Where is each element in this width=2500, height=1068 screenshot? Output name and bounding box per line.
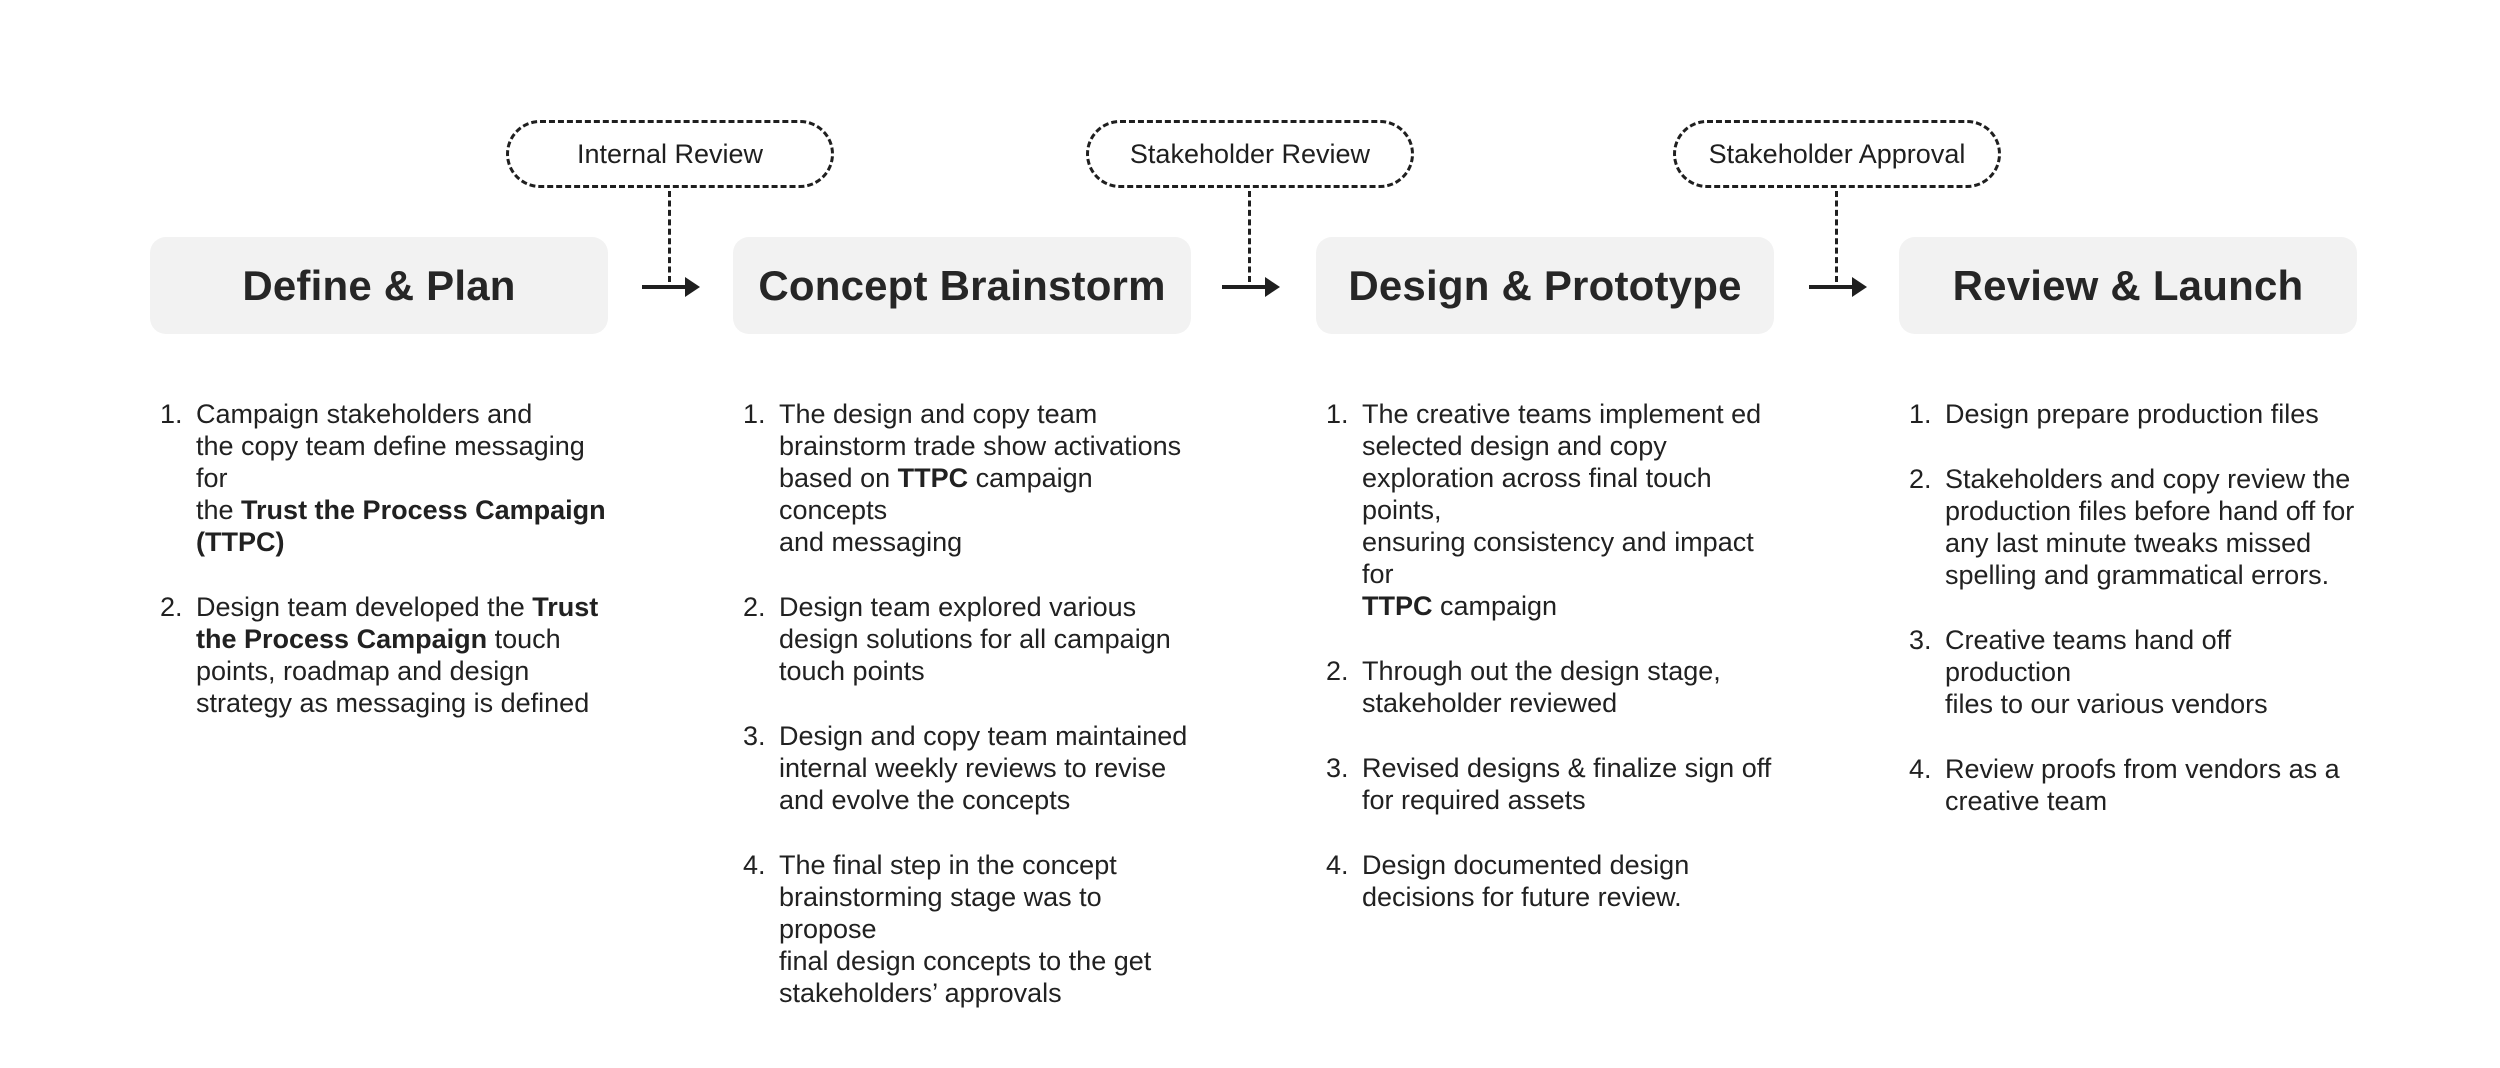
text-segment: touch points, roadmap and design strateg… <box>196 624 590 718</box>
stage-box: Concept Brainstorm <box>733 237 1191 334</box>
review-badge-label: Stakeholder Approval <box>1708 138 1966 169</box>
right-arrow-icon <box>1222 277 1280 297</box>
item-number: 2. <box>743 592 766 622</box>
text-segment: Creative teams hand off production files… <box>1945 625 2268 719</box>
text-segment: Revised designs & finalize sign off for … <box>1362 753 1772 815</box>
list-item: 4. Design documented design decisions fo… <box>1326 849 1774 913</box>
stage-activity-list: 1. Campaign stakeholders and the copy te… <box>150 398 608 719</box>
right-arrow-icon <box>642 277 700 297</box>
stage-column: Review & Launch 1. Design prepare produc… <box>1899 237 2357 1042</box>
item-text: Review proofs from vendors as a creative… <box>1945 753 2340 817</box>
right-arrow-icon <box>1809 277 1867 297</box>
list-item: 4. The final step in the concept brainst… <box>743 849 1191 1009</box>
stage-title: Concept Brainstorm <box>758 261 1166 309</box>
text-segment: campaign concepts and messaging <box>779 463 1093 557</box>
review-badge: Internal Review <box>506 120 834 188</box>
text-segment: Stakeholders and copy review the product… <box>1945 464 2355 590</box>
stage-title: Review & Launch <box>1952 261 2304 309</box>
item-text: The creative teams implement ed selected… <box>1362 398 1774 622</box>
item-text: Stakeholders and copy review the product… <box>1945 463 2354 591</box>
stage-box: Design & Prototype <box>1316 237 1774 334</box>
item-number: 3. <box>1326 753 1349 783</box>
text-segment: The final step in the concept brainstorm… <box>779 850 1152 1008</box>
stage-column: Concept Brainstorm 1. The design and cop… <box>733 237 1191 1042</box>
stage-activity-list: 1. The creative teams implement ed selec… <box>1316 398 1774 913</box>
review-badge: Stakeholder Review <box>1086 120 1414 188</box>
list-item: 3. Creative teams hand off production fi… <box>1909 624 2357 720</box>
list-item: 3. Revised designs & finalize sign off f… <box>1326 752 1774 816</box>
item-text: Design team explored various design solu… <box>779 591 1171 687</box>
item-number: 1. <box>743 399 766 429</box>
bold-text-segment: Trust the Process Campaign (TTPC) <box>196 495 606 557</box>
item-number: 3. <box>743 721 766 751</box>
review-badge: Stakeholder Approval <box>1673 120 2001 188</box>
review-badge-label: Stakeholder Review <box>1129 138 1371 169</box>
stage-activity-list: 1. Design prepare production files 2. St… <box>1899 398 2357 817</box>
list-item: 2. Design team developed the Trust the P… <box>160 591 608 719</box>
stage-column: Design & Prototype 1. The creative teams… <box>1316 237 1774 1042</box>
text-segment: The design and copy team brainstorm trad… <box>779 399 1182 493</box>
item-number: 2. <box>1326 656 1349 686</box>
item-number: 1. <box>160 399 183 429</box>
stage-box: Define & Plan <box>150 237 608 334</box>
item-text: Design and copy team maintained internal… <box>779 720 1187 816</box>
list-item: 2. Design team explored various design s… <box>743 591 1191 687</box>
text-segment: Design and copy team maintained internal… <box>779 721 1188 815</box>
stage-title: Design & Prototype <box>1348 261 1742 309</box>
item-text: Design team developed the Trust the Proc… <box>196 591 598 719</box>
item-text: Creative teams hand off production files… <box>1945 624 2357 720</box>
review-badge-label: Internal Review <box>576 138 764 169</box>
item-text: The final step in the concept brainstorm… <box>779 849 1191 1009</box>
item-text: Through out the design stage, stakeholde… <box>1362 655 1721 719</box>
item-number: 3. <box>1909 625 1932 655</box>
dashed-connector-line-icon <box>1248 191 1251 282</box>
item-number: 4. <box>743 850 766 880</box>
bold-text-segment: TTPC <box>1362 591 1433 621</box>
bold-text-segment: Trust the Process Campaign <box>196 592 599 654</box>
item-number: 4. <box>1326 850 1349 880</box>
list-item: 1. The design and copy team brainstorm t… <box>743 398 1191 558</box>
text-segment: Design documented design decisions for f… <box>1362 850 1690 912</box>
list-item: 3. Design and copy team maintained inter… <box>743 720 1191 816</box>
list-item: 1. Campaign stakeholders and the copy te… <box>160 398 608 558</box>
text-segment: Campaign stakeholders and the copy team … <box>196 399 585 525</box>
item-text: The design and copy team brainstorm trad… <box>779 398 1191 558</box>
item-number: 2. <box>1909 464 1932 494</box>
text-segment: Through out the design stage, stakeholde… <box>1362 656 1721 718</box>
item-text: Campaign stakeholders and the copy team … <box>196 398 608 558</box>
dashed-connector-line-icon <box>1835 191 1838 282</box>
text-segment: campaign <box>1432 591 1558 621</box>
text-segment: The creative teams implement ed selected… <box>1362 399 1762 589</box>
list-item: 2. Stakeholders and copy review the prod… <box>1909 463 2357 591</box>
item-text: Design documented design decisions for f… <box>1362 849 1689 913</box>
bold-text-segment: TTPC <box>897 463 969 493</box>
stages-row: Define & Plan 1. Campaign stakeholders a… <box>150 237 2357 1042</box>
stage-title: Define & Plan <box>242 261 516 309</box>
list-item: 4. Review proofs from vendors as a creat… <box>1909 753 2357 817</box>
text-segment: Design team explored various design solu… <box>779 592 1171 686</box>
list-item: 1. The creative teams implement ed selec… <box>1326 398 1774 622</box>
item-number: 4. <box>1909 754 1932 784</box>
text-segment: Design team developed the <box>196 592 533 622</box>
dashed-connector-line-icon <box>668 191 671 282</box>
item-text: Revised designs & finalize sign off for … <box>1362 752 1771 816</box>
stage-column: Define & Plan 1. Campaign stakeholders a… <box>150 237 608 1042</box>
item-text: Design prepare production files <box>1945 398 2319 430</box>
item-number: 1. <box>1326 399 1349 429</box>
text-segment: Review proofs from vendors as a creative… <box>1945 754 2340 816</box>
item-number: 1. <box>1909 399 1932 429</box>
text-segment: Design prepare production files <box>1945 399 2319 429</box>
item-number: 2. <box>160 592 183 622</box>
stage-box: Review & Launch <box>1899 237 2357 334</box>
list-item: 1. Design prepare production files <box>1909 398 2357 430</box>
list-item: 2. Through out the design stage, stakeho… <box>1326 655 1774 719</box>
stage-activity-list: 1. The design and copy team brainstorm t… <box>733 398 1191 1009</box>
